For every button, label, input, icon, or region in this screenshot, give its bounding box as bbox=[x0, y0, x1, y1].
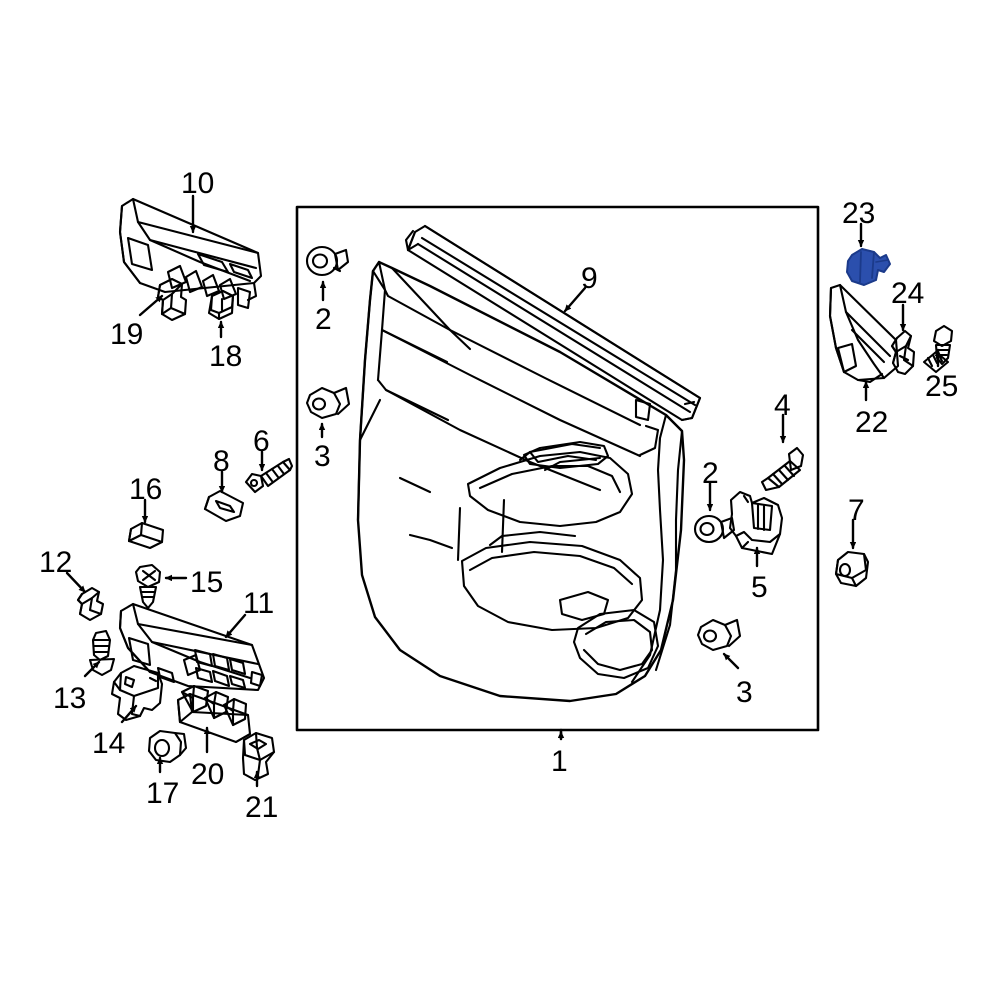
callout-label-3b: 3 bbox=[736, 676, 753, 709]
callout-label-6: 6 bbox=[253, 425, 270, 458]
leader-9 bbox=[563, 286, 587, 313]
part-12-clip bbox=[76, 586, 105, 622]
callout-label-9: 9 bbox=[581, 262, 598, 295]
leader-13 bbox=[83, 660, 101, 678]
callout-label-2b: 2 bbox=[702, 457, 719, 490]
callout-label-16: 16 bbox=[129, 473, 163, 506]
part-3-clip-lower-right bbox=[696, 618, 742, 652]
part-24-retainer bbox=[890, 329, 916, 376]
part-10-upper-door-garnish bbox=[118, 197, 263, 310]
part-16-clip bbox=[127, 521, 165, 550]
callout-label-15: 15 bbox=[190, 566, 224, 599]
part-8-cover-cap bbox=[203, 489, 245, 523]
callout-label-10: 10 bbox=[181, 167, 215, 200]
callout-label-7: 7 bbox=[848, 494, 865, 527]
part-9-belt-weatherstrip bbox=[404, 224, 702, 422]
part-3-clip-mid-left bbox=[305, 386, 351, 420]
callout-label-17: 17 bbox=[146, 777, 180, 810]
part-18-clip bbox=[207, 289, 235, 321]
callout-label-19: 19 bbox=[110, 318, 144, 351]
part-2-clip-right bbox=[693, 514, 736, 544]
door-trim-panel-body bbox=[356, 260, 686, 703]
callout-label-22: 22 bbox=[855, 406, 889, 439]
callout-label-21: 21 bbox=[245, 791, 279, 824]
callout-label-4: 4 bbox=[774, 389, 791, 422]
callout-label-8: 8 bbox=[213, 445, 230, 478]
part-7-clip bbox=[834, 550, 870, 588]
part-11-switch-bezel bbox=[118, 602, 266, 692]
part-20-power-window-switch bbox=[176, 684, 252, 744]
callout-label-14: 14 bbox=[92, 727, 126, 760]
callout-label-13: 13 bbox=[53, 682, 87, 715]
callout-label-2a: 2 bbox=[315, 303, 332, 336]
leader-14 bbox=[120, 704, 138, 724]
leader-19 bbox=[138, 294, 164, 317]
part-6-screw bbox=[244, 457, 294, 494]
part-2-clip-upper-left bbox=[305, 245, 350, 277]
part-4-screw bbox=[760, 446, 805, 492]
callout-label-18: 18 bbox=[209, 340, 243, 373]
callout-label-3a: 3 bbox=[314, 440, 331, 473]
callout-label-12: 12 bbox=[39, 546, 73, 579]
part-17-knob bbox=[147, 729, 188, 764]
callout-label-1: 1 bbox=[551, 745, 568, 778]
callout-label-23: 23 bbox=[842, 197, 876, 230]
leader-12 bbox=[65, 571, 87, 594]
callout-label-20: 20 bbox=[191, 758, 225, 791]
part-22-sail-garnish bbox=[828, 283, 900, 384]
callout-label-24: 24 bbox=[891, 277, 925, 310]
part-14-bracket bbox=[110, 664, 164, 722]
leader-11 bbox=[224, 613, 247, 639]
callout-label-5: 5 bbox=[751, 571, 768, 604]
callout-label-25: 25 bbox=[925, 370, 959, 403]
callout-label-11: 11 bbox=[243, 587, 275, 620]
part-23-highlighted-clip bbox=[846, 248, 891, 286]
part-15-screw bbox=[134, 563, 162, 610]
part-21-switch bbox=[241, 731, 276, 782]
leader-3b bbox=[722, 652, 740, 670]
